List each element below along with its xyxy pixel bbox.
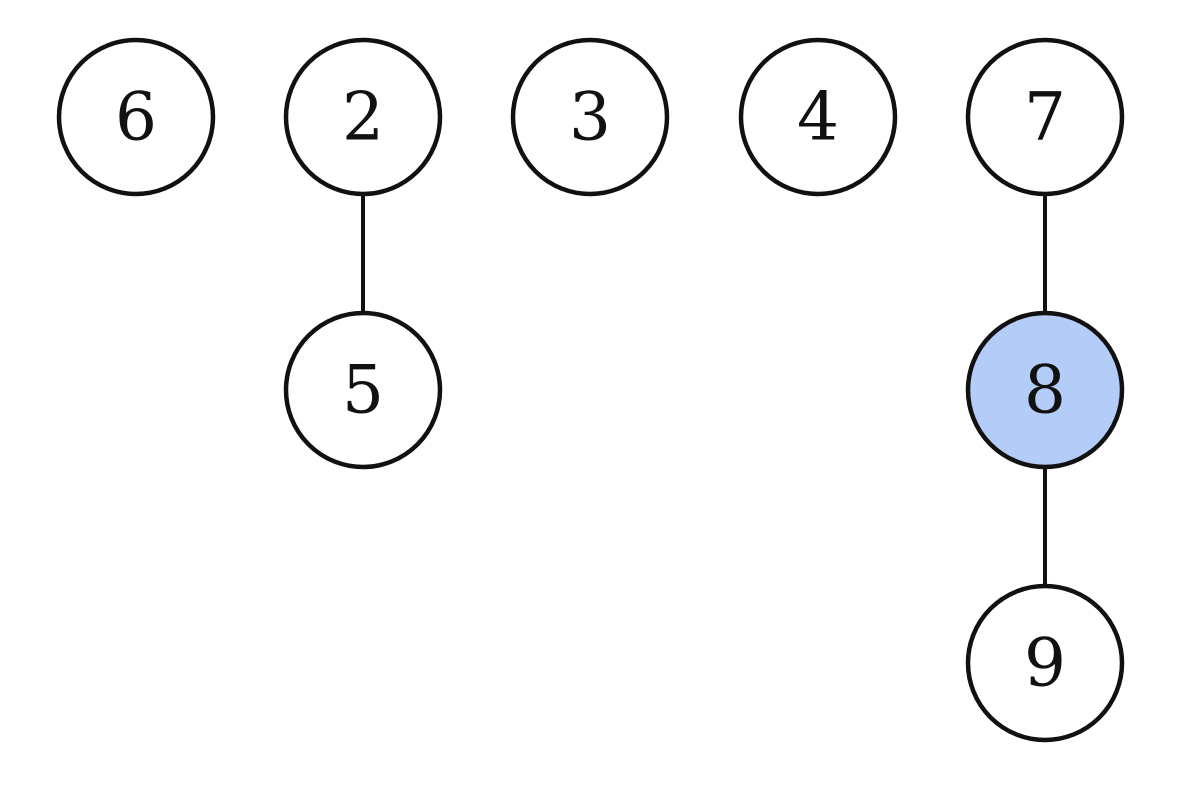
- node-4: 4: [738, 37, 898, 197]
- node-9: 9: [965, 583, 1125, 743]
- node-5-label: 5: [342, 352, 384, 429]
- node-7: 7: [965, 37, 1125, 197]
- node-8-label: 8: [1024, 352, 1066, 429]
- node-4-label: 4: [797, 79, 839, 156]
- node-7-label: 7: [1024, 79, 1066, 156]
- node-6: 6: [56, 37, 216, 197]
- node-5-circle: [283, 310, 443, 470]
- node-9-circle: [965, 583, 1125, 743]
- node-3-label: 3: [569, 79, 611, 156]
- node-2-label: 2: [342, 79, 384, 156]
- node-9-label: 9: [1024, 625, 1066, 702]
- node-7-circle: [965, 37, 1125, 197]
- node-8-circle: [965, 310, 1125, 470]
- node-6-label: 6: [115, 79, 157, 156]
- node-6-circle: [56, 37, 216, 197]
- node-8: 8: [965, 310, 1125, 470]
- edge-layer: [361, 194, 1047, 586]
- node-2: 2: [283, 37, 443, 197]
- node-4-circle: [738, 37, 898, 197]
- node-2-circle: [283, 37, 443, 197]
- node-5: 5: [283, 310, 443, 470]
- node-3-circle: [510, 37, 670, 197]
- node-3: 3: [510, 37, 670, 197]
